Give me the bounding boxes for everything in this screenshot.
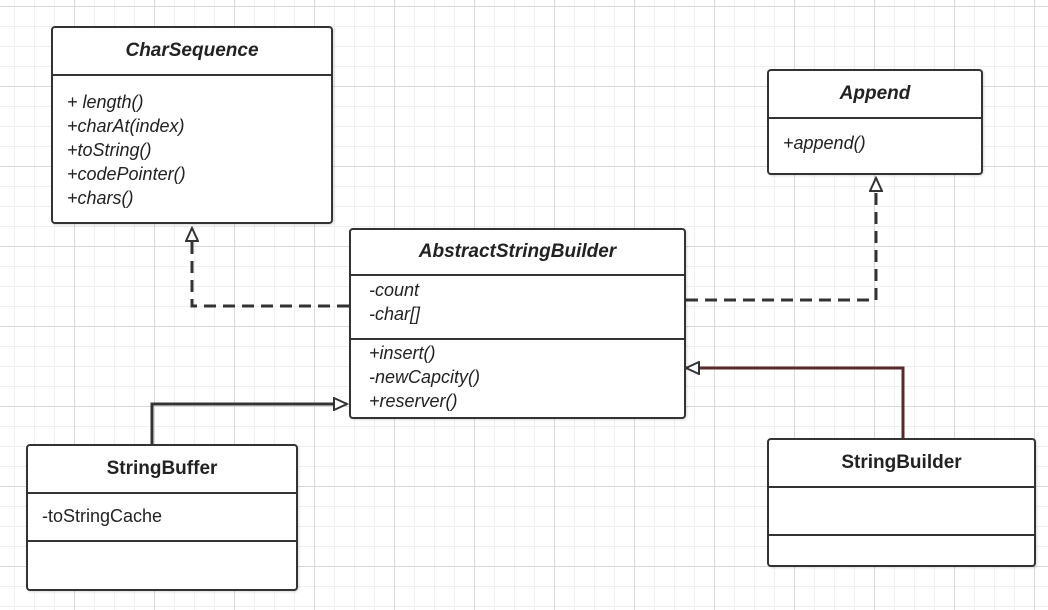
class-name: CharSequence	[53, 28, 331, 76]
realization-charsequence-edge[interactable]	[192, 228, 349, 308]
class-stringbuilder[interactable]: StringBuilder	[767, 438, 1036, 567]
class-abstractstringbuilder[interactable]: AbstractStringBuilder -count -char[] +in…	[349, 228, 686, 419]
attribute-item: -toStringCache	[42, 506, 163, 526]
generalization-stringbuilder-edge[interactable]	[686, 368, 905, 438]
attribute-list: -count -char[]	[351, 276, 684, 338]
method-item: +toString()	[67, 140, 152, 160]
class-name: AbstractStringBuilder	[351, 230, 684, 276]
realization-append-edge[interactable]	[686, 178, 876, 302]
method-item: + length()	[67, 92, 144, 112]
method-list: + length() +charAt(index) +toString() +c…	[53, 76, 331, 214]
method-item: -newCapcity()	[369, 367, 481, 387]
method-item: +insert()	[369, 343, 436, 363]
class-append[interactable]: Append +append()	[767, 69, 983, 175]
class-name: StringBuffer	[28, 446, 296, 494]
method-list: +insert() -newCapcity() +reserver()	[351, 338, 684, 417]
method-item: +codePointer()	[67, 164, 186, 184]
attribute-list: -toStringCache	[28, 494, 296, 540]
attribute-item: -count	[369, 280, 420, 300]
method-item: +charAt(index)	[67, 116, 185, 136]
attribute-item: -char[]	[369, 304, 421, 324]
class-name: Append	[769, 71, 981, 119]
method-item: +reserver()	[369, 391, 458, 411]
class-name: StringBuilder	[769, 440, 1034, 488]
generalization-stringbuffer-edge[interactable]	[150, 404, 347, 444]
class-stringbuffer[interactable]: StringBuffer -toStringCache	[26, 444, 298, 591]
method-list: +append()	[769, 119, 981, 159]
method-item: +chars()	[67, 188, 134, 208]
method-item: +append()	[783, 133, 866, 153]
class-charsequence[interactable]: CharSequence + length() +charAt(index) +…	[51, 26, 333, 224]
method-list	[769, 534, 1034, 565]
attribute-list	[769, 488, 1034, 534]
method-list	[28, 540, 296, 589]
